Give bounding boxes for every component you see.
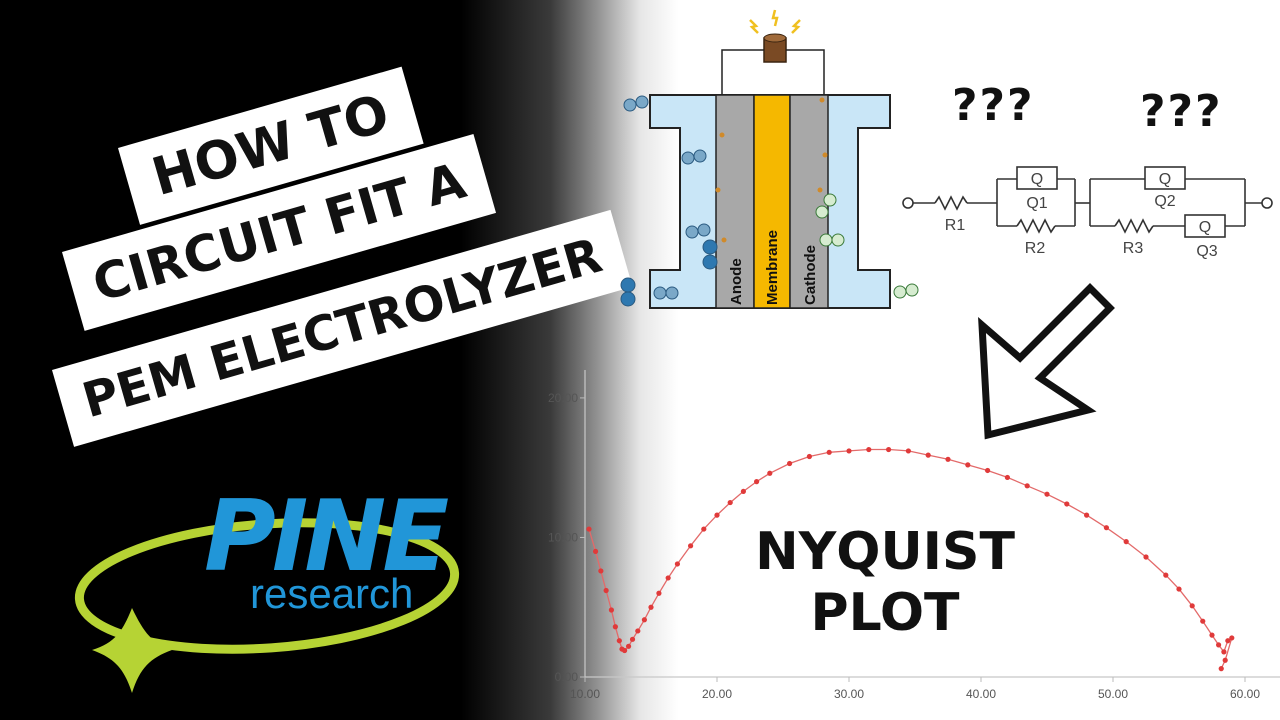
y-tick-label: 0.00	[555, 670, 579, 684]
x-tick-label: 30.00	[834, 687, 864, 701]
data-point	[787, 460, 793, 467]
circuit-q1-label: Q1	[1026, 195, 1047, 212]
data-point	[635, 628, 641, 634]
x-tick-label: 10.00	[570, 687, 600, 701]
data-point	[767, 470, 773, 476]
data-point	[1222, 657, 1228, 663]
circuit-q2-label: Q2	[1154, 193, 1175, 210]
data-point	[592, 548, 599, 555]
data-point	[925, 452, 931, 458]
circuit-q-label-1: Q	[1031, 171, 1043, 188]
data-point	[586, 526, 592, 532]
data-point	[665, 575, 671, 581]
y-tick-label: 20.00	[548, 391, 578, 405]
nyquist-plot-label: NYQUIST PLOT	[720, 522, 1050, 645]
data-point	[1064, 501, 1070, 507]
logo-swoosh-icon	[74, 518, 460, 693]
data-point	[826, 449, 832, 455]
data-point	[1143, 554, 1149, 560]
data-point	[1024, 483, 1030, 489]
y-tick-label: 10.00	[548, 530, 578, 544]
data-point	[985, 467, 991, 474]
circuit-q-label-2: Q	[1159, 171, 1171, 188]
data-point	[1084, 512, 1090, 518]
data-point	[905, 448, 911, 454]
data-point	[1200, 618, 1206, 624]
data-point	[616, 638, 622, 644]
data-point	[1103, 525, 1109, 531]
data-point	[701, 526, 707, 532]
membrane-label: Membrane	[764, 230, 781, 305]
question-marks-left: ???	[952, 80, 1035, 131]
data-point	[688, 543, 694, 549]
data-point	[625, 643, 632, 649]
question-marks-right: ???	[1140, 86, 1223, 137]
data-point	[603, 587, 609, 594]
data-point	[608, 607, 614, 613]
data-point	[1218, 666, 1224, 672]
equivalent-circuit-diagram: R1 Q Q1 R2 Q Q2 R3 Q Q3	[902, 166, 1273, 260]
circuit-q-label-3: Q	[1199, 219, 1211, 236]
data-point	[1004, 474, 1010, 481]
data-point	[641, 617, 647, 623]
x-tick-label: 60.00	[1230, 687, 1260, 701]
logo-research-text: research	[250, 570, 414, 617]
x-tick-label: 20.00	[702, 687, 732, 701]
data-point	[1221, 649, 1227, 655]
data-point	[945, 456, 951, 462]
data-point	[1225, 638, 1231, 644]
circuit-q3-label: Q3	[1196, 243, 1217, 260]
x-tick-label: 40.00	[966, 687, 996, 701]
data-point	[674, 561, 680, 567]
circuit-r2-label: R2	[1025, 240, 1046, 257]
data-point	[612, 624, 618, 630]
data-point	[740, 488, 746, 495]
data-point	[629, 636, 636, 642]
data-point	[1044, 491, 1050, 497]
data-point	[846, 448, 852, 454]
cathode-label: Cathode	[802, 245, 819, 305]
data-point	[1176, 586, 1182, 592]
hydrogen-bubbles-icon	[815, 193, 919, 299]
nyquist-label-line-1: NYQUIST	[755, 522, 1015, 582]
circuit-r1-label: R1	[945, 217, 966, 234]
nyquist-plot: 10.00 20.00 30.00 40.00 50.00 60.00 0.00 10.00 2…	[548, 370, 1280, 701]
down-left-arrow-icon	[978, 283, 1115, 440]
data-point	[1209, 632, 1215, 638]
x-tick-label: 50.00	[1098, 687, 1128, 701]
data-point	[806, 453, 812, 460]
data-point	[1216, 642, 1222, 648]
data-point	[866, 446, 872, 453]
data-point	[656, 590, 662, 596]
anode-label: Anode	[728, 258, 745, 305]
data-point	[622, 647, 628, 654]
data-point	[714, 512, 720, 518]
electrolyzer-diagram: Anode Membrane Cathode	[620, 9, 919, 309]
data-point	[965, 462, 971, 468]
data-point	[1229, 635, 1235, 641]
data-point	[886, 446, 892, 453]
gas-bubbles-icon	[620, 95, 718, 307]
data-point	[648, 604, 654, 610]
logo-pine-text: PINE	[204, 480, 449, 594]
data-point	[1123, 539, 1129, 545]
nyquist-label-line-2: PLOT	[810, 583, 960, 644]
data-point	[754, 479, 760, 485]
data-point	[598, 568, 604, 574]
circuit-r3-label: R3	[1123, 240, 1144, 257]
pine-research-logo: PINE research	[62, 468, 462, 698]
data-point	[1163, 572, 1169, 578]
data-point	[727, 499, 733, 506]
data-point	[1189, 603, 1195, 609]
